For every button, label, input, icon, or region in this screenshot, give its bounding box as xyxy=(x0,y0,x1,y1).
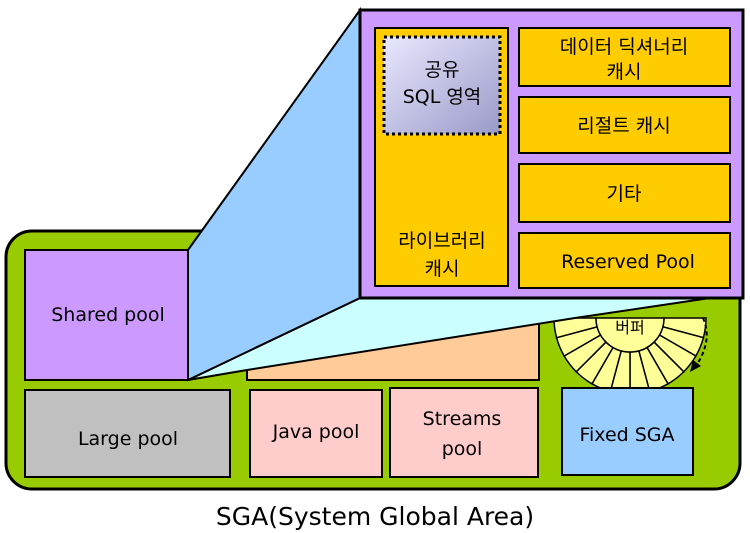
result-cache-box xyxy=(518,96,731,154)
rotation-arrow-head-icon xyxy=(690,360,701,372)
fixed-sga-box xyxy=(561,387,694,476)
streams-pool-box xyxy=(389,387,539,478)
other-box xyxy=(518,163,731,223)
shared-sql-area-label-1: 공유 xyxy=(425,59,460,81)
streams-pool-label-2: pool xyxy=(442,438,483,460)
library-cache-label-2: 캐시 xyxy=(425,258,460,280)
result-cache-label: 리절트 캐시 xyxy=(577,115,670,137)
other-label: 기타 xyxy=(607,183,642,205)
shared-pool-box xyxy=(24,249,189,381)
large-pool-box xyxy=(24,389,231,478)
dictionary-cache-label-2: 캐시 xyxy=(607,61,642,83)
streams-pool-label-1: Streams xyxy=(423,408,502,430)
shared-sql-area-label-2: SQL 영역 xyxy=(403,86,482,108)
buffer-cache-wheel xyxy=(553,317,707,395)
buffer-core xyxy=(595,317,665,353)
sga-caption: SGA(System Global Area) xyxy=(216,502,534,531)
dictionary-cache-box xyxy=(518,27,731,87)
java-pool-label: Java pool xyxy=(272,421,360,443)
large-pool-label: Large pool xyxy=(78,428,178,450)
reserved-pool-label: Reserved Pool xyxy=(561,251,695,273)
library-cache-label-1: 라이브러리 xyxy=(398,230,485,252)
shared-pool-label: Shared pool xyxy=(51,304,165,326)
buffer-label: 버퍼 xyxy=(615,318,644,337)
shared-sql-area-box xyxy=(382,35,502,136)
fixed-sga-label: Fixed SGA xyxy=(579,424,674,446)
reserved-pool-box xyxy=(518,232,731,289)
dictionary-cache-label-1: 데이터 딕셔너리 xyxy=(560,36,688,58)
rotation-arrow xyxy=(695,317,708,367)
java-pool-box xyxy=(249,389,383,478)
